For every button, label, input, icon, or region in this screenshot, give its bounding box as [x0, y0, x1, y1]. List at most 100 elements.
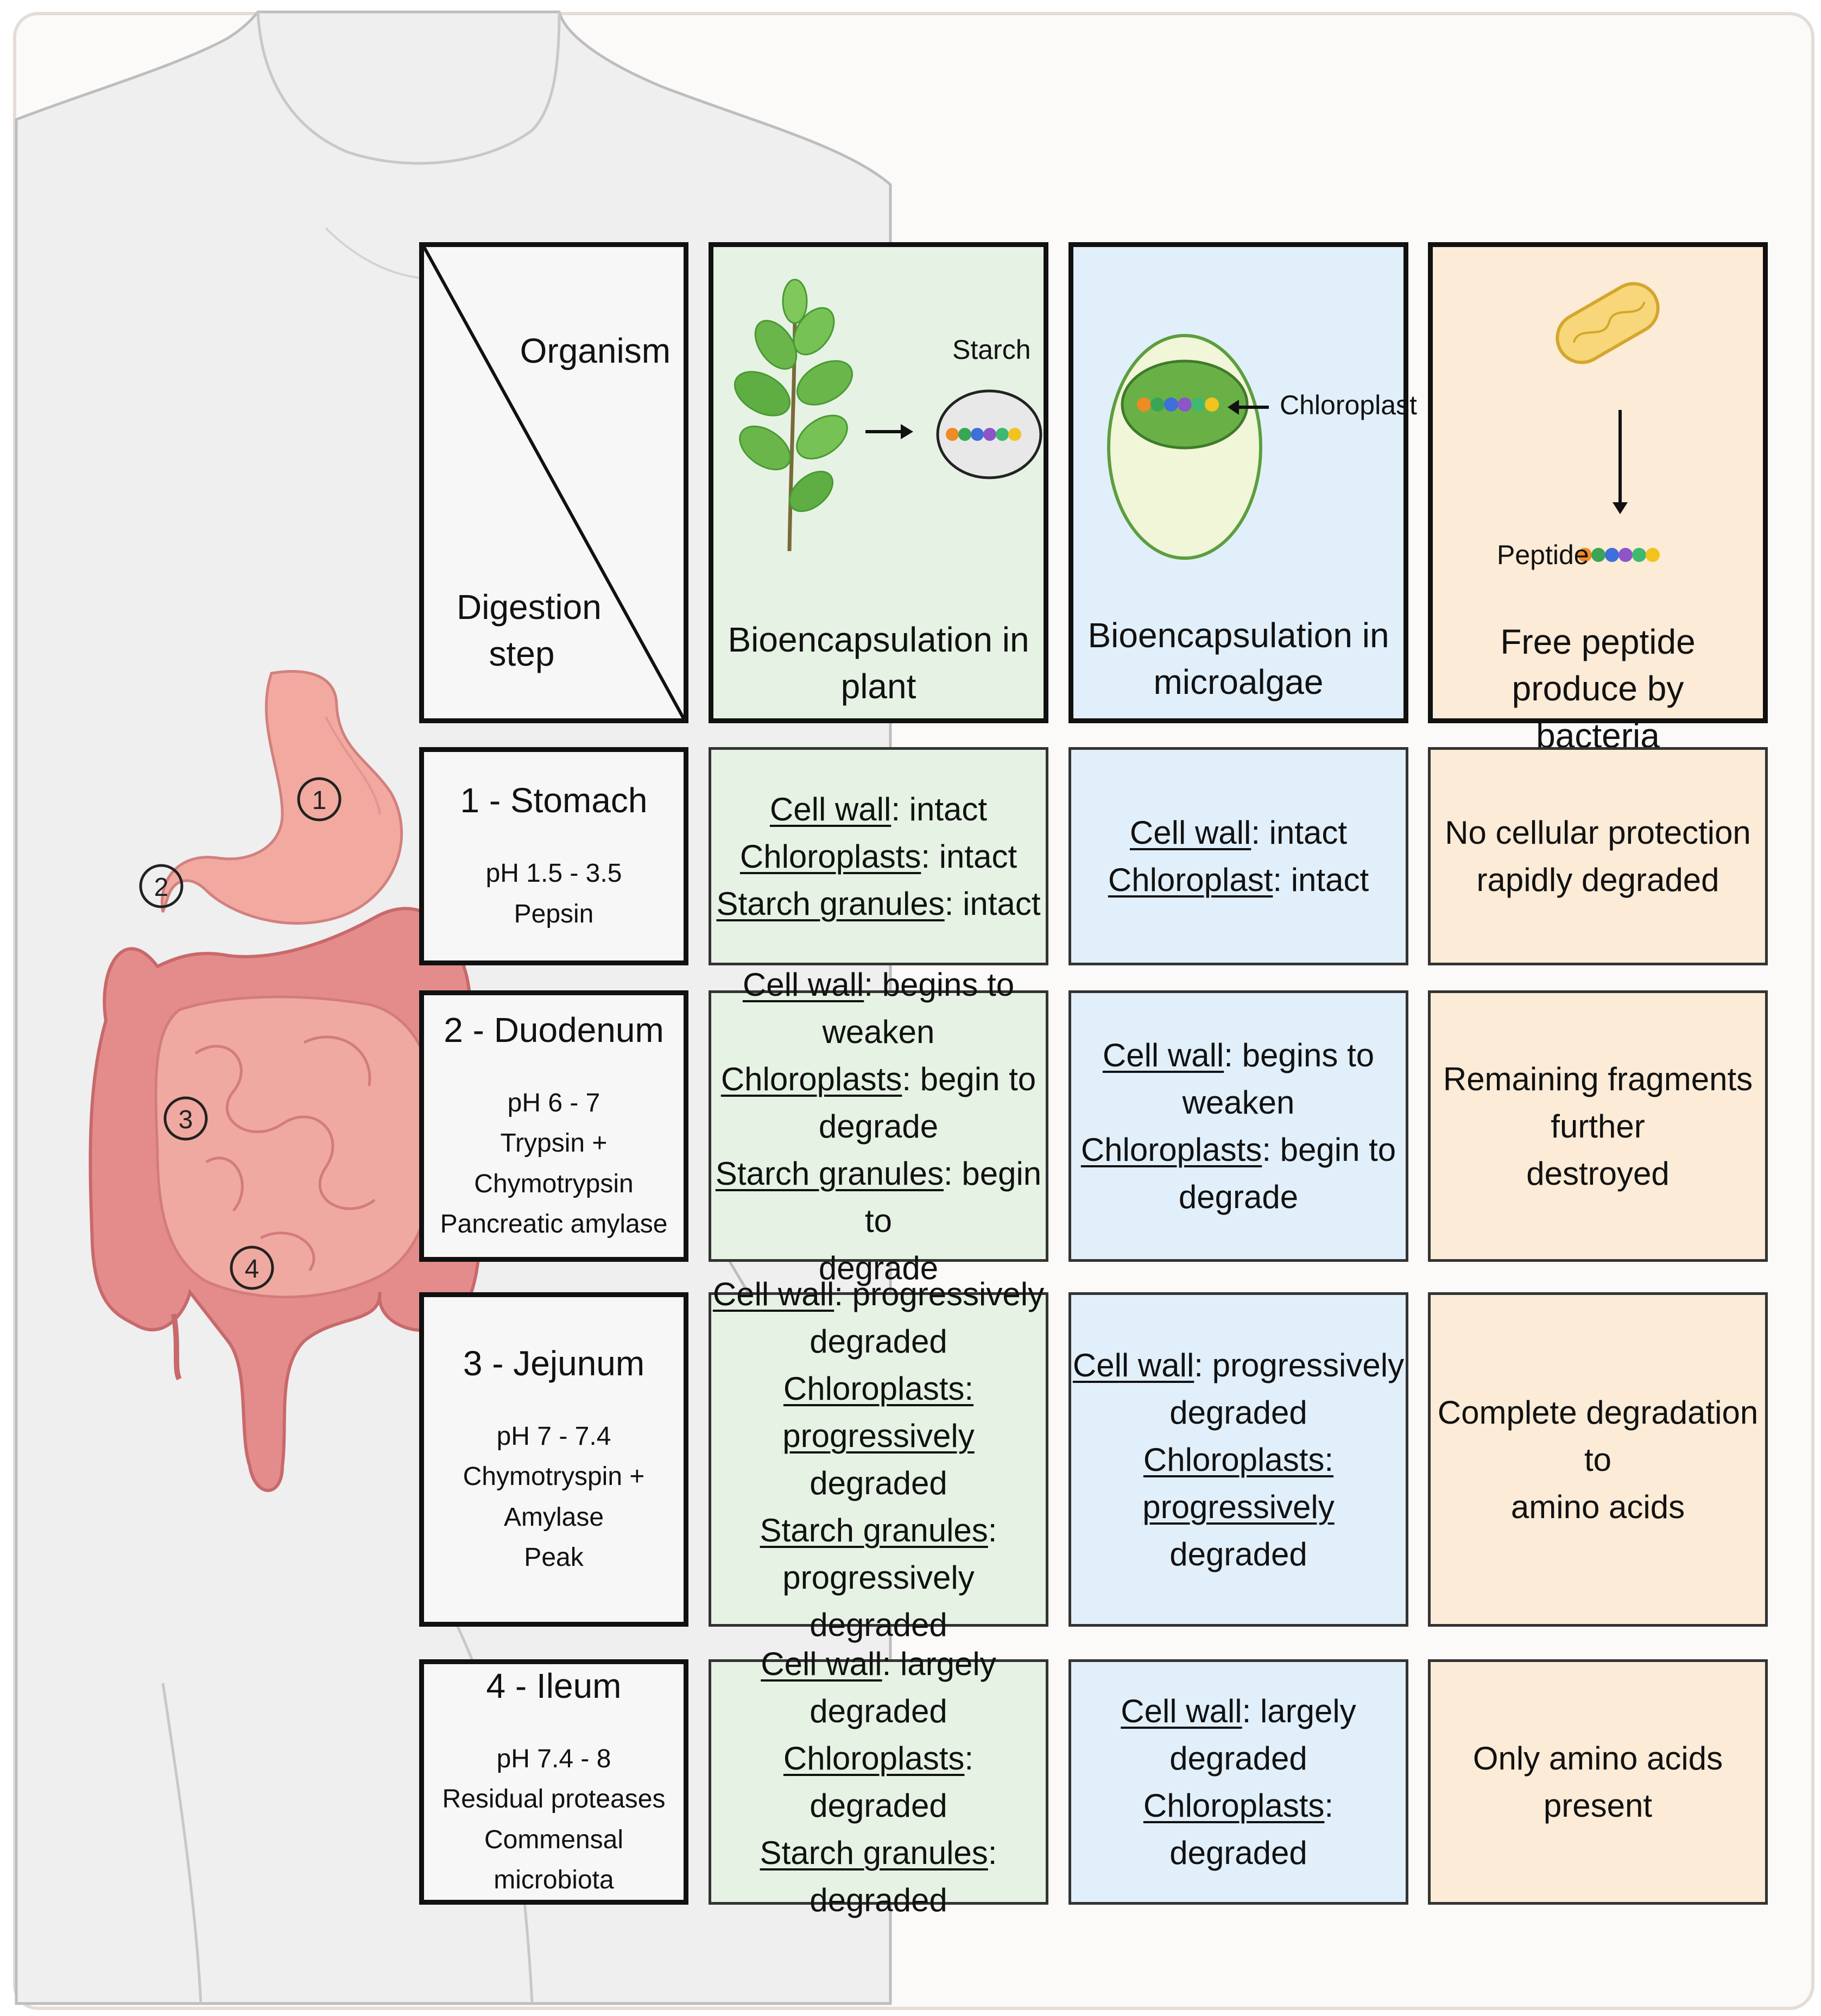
- algae-title-line1: Bioencapsulation in: [1087, 616, 1389, 655]
- corner-header-cell: Organism Digestion step: [419, 242, 688, 723]
- plant-line: degraded: [810, 1318, 947, 1365]
- term: Chloroplasts: [720, 1060, 902, 1097]
- plant-line: Starch granules: degraded: [711, 1829, 1046, 1924]
- step-ph: pH 7 - 7.4: [496, 1421, 611, 1451]
- diagonal-line: [424, 247, 684, 718]
- chloroplast-label: Chloroplast: [1280, 390, 1417, 420]
- marker-2-label: 2: [154, 873, 169, 902]
- step-details: pH 6 - 7 Trypsin + Chymotrypsin Pancreat…: [424, 1083, 684, 1245]
- term: Chloroplasts: progressively: [782, 1370, 975, 1454]
- status: degraded: [1169, 1394, 1307, 1431]
- step-enzyme: Pancreatic amylase: [440, 1209, 668, 1238]
- term: Cell wall: [1129, 814, 1251, 851]
- bacterium-icon: [1556, 282, 1660, 364]
- status: : intact: [891, 791, 988, 827]
- status: : degraded: [1169, 1787, 1334, 1871]
- plant-line: Cell wall: progressively: [713, 1271, 1044, 1318]
- starch-label: Starch: [952, 334, 1031, 365]
- step-cell-stomach: 1 - Stomach pH 1.5 - 3.5 Pepsin: [419, 747, 688, 965]
- plant-line: degraded: [810, 1459, 947, 1507]
- step-markers: 1 2 3 4: [139, 777, 342, 1290]
- plant-line: Starch granules: intact: [717, 880, 1041, 927]
- bacteria-stomach-cell: No cellular protection rapidly degraded: [1428, 747, 1768, 965]
- algae-line: Chloroplasts: begin to: [1081, 1126, 1396, 1173]
- term: Chloroplasts: [1143, 1787, 1325, 1824]
- step-ph: pH 6 - 7: [507, 1088, 600, 1117]
- plant-jejunum-cell: Cell wall: progressively degraded Chloro…: [709, 1276, 1048, 1643]
- arrow-down-icon: [1613, 410, 1628, 514]
- bacteria-line: Complete degradation to: [1437, 1394, 1759, 1478]
- term: Cell wall: [769, 791, 891, 827]
- term: Starch granules: [715, 1155, 944, 1192]
- step-ph: pH 1.5 - 3.5: [485, 859, 622, 888]
- plant-ileum-cell: Cell wall: largely degraded Chloroplasts…: [709, 1646, 1048, 1918]
- marker-3-label: 3: [179, 1105, 193, 1134]
- plant-line: Chloroplasts: degraded: [711, 1735, 1046, 1829]
- status: degrade: [1178, 1179, 1299, 1215]
- status: : begins to weaken: [1182, 1037, 1375, 1121]
- status: : largely degraded: [810, 1646, 996, 1729]
- arrow-right-icon: [865, 424, 913, 439]
- bacteria-line: Remaining fragments further: [1443, 1060, 1753, 1145]
- plant-line: Chloroplasts: progressively: [711, 1365, 1046, 1459]
- algae-line: degrade: [1179, 1173, 1298, 1221]
- bacteria-jejunum-cell: Complete degradation to amino acids: [1428, 1292, 1768, 1627]
- bacteria-ileum-cell: Only amino acids present: [1428, 1659, 1768, 1905]
- status: degrade: [818, 1249, 939, 1286]
- status: : begin to: [1262, 1132, 1396, 1168]
- plant-sprig-icon: [734, 279, 853, 552]
- organism-axis-label: Organism: [520, 331, 671, 370]
- algae-line: degraded: [1169, 1531, 1307, 1578]
- plant-line: Chloroplasts: begin to: [721, 1056, 1036, 1103]
- plant-column-title: Bioencapsulation in plant: [713, 616, 1044, 710]
- bacteria-line: Only amino acids present: [1472, 1740, 1723, 1824]
- algae-title-line2: microalgae: [1153, 662, 1324, 702]
- term: Cell wall: [712, 1276, 834, 1312]
- status: : intact: [1251, 814, 1348, 851]
- status: :: [988, 1512, 997, 1549]
- step-cell-jejunum: 3 - Jejunum pH 7 - 7.4 Chymotryspin + Am…: [419, 1292, 688, 1627]
- step-details: pH 1.5 - 3.5 Pepsin: [486, 854, 622, 934]
- status: : begin to: [864, 1155, 1042, 1239]
- algae-line: Cell wall: largely degraded: [1071, 1688, 1406, 1782]
- microalgae-illustration: [1107, 334, 1269, 560]
- step-cell-duodenum: 2 - Duodenum pH 6 - 7 Trypsin + Chymotry…: [419, 990, 688, 1262]
- plant-header-cell: Starch Bioencapsulation in plant: [709, 242, 1048, 723]
- marker-duodenum: [139, 864, 184, 908]
- marker-stomach: [297, 777, 342, 821]
- status: progressively degraded: [782, 1559, 975, 1643]
- term: Starch granules: [760, 1512, 988, 1549]
- status: : largely degraded: [1169, 1693, 1356, 1777]
- algae-duodenum-cell: Cell wall: begins to weaken Chloroplasts…: [1068, 990, 1408, 1262]
- algae-line: Chloroplast: intact: [1108, 856, 1369, 903]
- status: degraded: [810, 1465, 947, 1501]
- digestion-label-line1: Digestion: [457, 587, 602, 627]
- bacteria-illustration: [1556, 282, 1660, 562]
- step-title: 3 - Jejunum: [463, 1343, 645, 1383]
- peptide-chain-icon: [1578, 548, 1660, 562]
- status: degrade: [818, 1108, 939, 1145]
- status: : intact: [1273, 862, 1369, 898]
- bacteria-column-title: Free peptide produce by bacteria: [1433, 618, 1763, 759]
- bacteria-title-line1: Free peptide produce by: [1500, 622, 1696, 709]
- term: Chloroplasts: progressively: [1142, 1441, 1335, 1525]
- step-enzyme: Pepsin: [514, 899, 594, 928]
- digestion-label-line2: step: [489, 634, 555, 674]
- status: : begin to: [902, 1060, 1036, 1097]
- step-details: pH 7.4 - 8 Residual proteases Commensal …: [424, 1739, 684, 1901]
- plant-duodenum-cell: Cell wall: begins to weaken Chloroplasts…: [709, 966, 1048, 1286]
- algae-line: degraded: [1169, 1389, 1307, 1436]
- algae-line: Cell wall: begins to weaken: [1071, 1032, 1406, 1126]
- bacteria-line: No cellular protection: [1445, 814, 1751, 851]
- algae-column-title: Bioencapsulation in microalgae: [1073, 612, 1403, 706]
- bacteria-line: destroyed: [1526, 1155, 1670, 1192]
- status: : intact: [921, 838, 1017, 875]
- step-details: pH 7 - 7.4 Chymotryspin + Amylase Peak: [424, 1417, 684, 1578]
- step-cell-ileum: 4 - Ileum pH 7.4 - 8 Residual proteases …: [419, 1659, 688, 1905]
- step-enzyme: Residual proteases: [442, 1785, 666, 1814]
- algae-jejunum-cell: Cell wall: progressively degraded Chloro…: [1068, 1292, 1408, 1627]
- plant-line: degrade: [819, 1103, 938, 1150]
- algae-header-cell: Chloroplast Bioencapsulation in microalg…: [1068, 242, 1417, 723]
- plant-line: Starch granules:: [760, 1507, 997, 1554]
- marker-4-label: 4: [245, 1255, 260, 1284]
